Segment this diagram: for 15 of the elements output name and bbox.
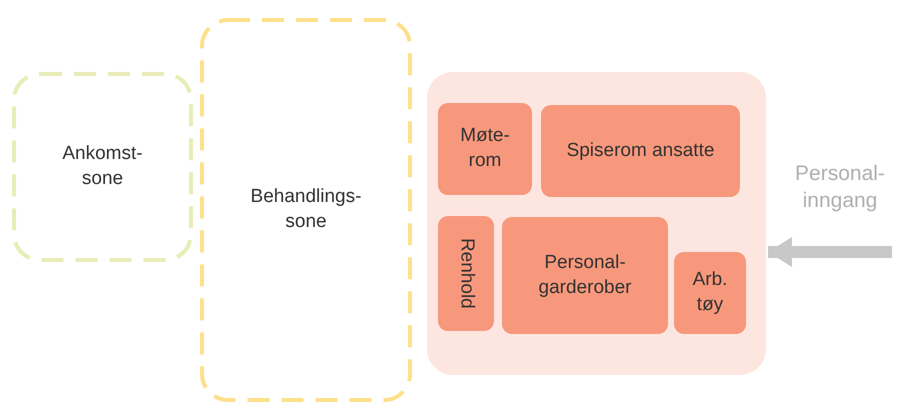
entrance-arrow [768,237,892,267]
room-box [438,103,532,195]
zone-label: Ankomst- sone [61,142,144,191]
room-label: Arb. tøy [692,268,728,317]
room-box [438,216,494,331]
room-label: Spiserom ansatte [566,138,714,163]
room-label: Møte- rom [459,124,511,173]
room-box [541,105,740,197]
entrance-label: Personal- inngang [794,161,886,214]
room-label: Personal- garderober [538,250,632,300]
room-box [502,217,668,334]
room-label: Renhold [455,238,478,309]
zone-label: Behandlings- sone [250,185,362,234]
area-panel [427,72,766,375]
room-box [674,252,746,334]
